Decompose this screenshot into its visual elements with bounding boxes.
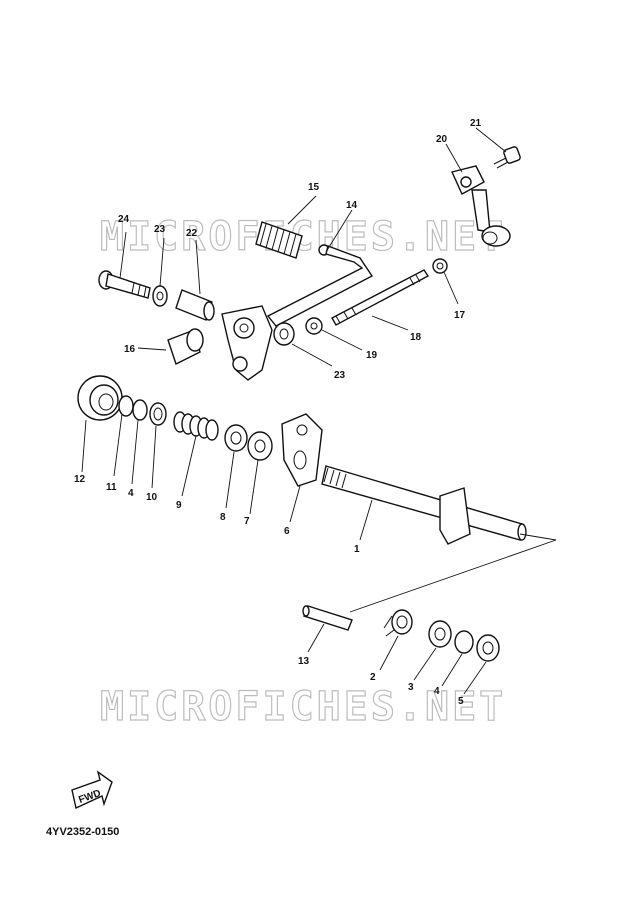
part-17-nut: [432, 258, 448, 274]
part-labels: 21 20 15 14 24 23 22 17 18 16 19 23 12 1…: [74, 118, 482, 707]
part-18-shift-rod: [331, 269, 430, 326]
part-7-washer: [247, 431, 273, 461]
label-part-5: 5: [458, 696, 464, 707]
part-13-pin: [302, 605, 353, 631]
watermark-top: MICROFICHES.NET: [100, 214, 506, 260]
part-16-bush: [167, 328, 204, 365]
label-part-10: 10: [146, 492, 158, 503]
part-12-bearing: [77, 375, 123, 421]
label-part-4-lower: 4: [434, 686, 440, 697]
part-24-bolt: [98, 270, 151, 299]
part-21-bolt: [493, 146, 521, 169]
part-6-shift-arm: [281, 413, 323, 487]
label-part-19: 19: [366, 350, 378, 361]
label-part-8: 8: [220, 512, 226, 523]
label-part-23-upper: 23: [154, 224, 166, 235]
part-4-circlip-upper: [132, 399, 148, 421]
fwd-arrow-icon: FWD: [71, 770, 113, 809]
part-1-shift-shaft: [321, 465, 527, 545]
label-part-24: 24: [118, 214, 130, 225]
part-8-collar: [224, 424, 248, 452]
part-3-collar: [428, 620, 452, 648]
part-9-spring: [173, 411, 219, 441]
label-part-13: 13: [298, 656, 310, 667]
diagram-code: 4YV2352-0150: [46, 826, 120, 838]
part-22-collar: [175, 289, 215, 321]
label-part-23-lower: 23: [334, 370, 346, 381]
part-23-washer-lower: [273, 322, 295, 346]
label-part-14: 14: [346, 200, 358, 211]
label-part-9: 9: [176, 500, 182, 511]
part-20-link-joint: [451, 165, 511, 247]
part-5-washer: [476, 634, 500, 662]
label-part-3: 3: [408, 682, 414, 693]
label-part-21: 21: [470, 118, 482, 129]
label-part-22: 22: [186, 228, 198, 239]
leader-lines: [81, 127, 507, 695]
part-4-circlip-lower: [454, 630, 474, 654]
part-14-shift-pedal: [221, 245, 374, 381]
assembly-guide-line: [349, 533, 557, 613]
label-part-7: 7: [244, 516, 250, 527]
label-part-11: 11: [106, 482, 117, 493]
watermark-bottom: MICROFICHES.NET: [100, 684, 506, 730]
label-part-4-upper: 4: [128, 488, 134, 499]
label-part-6: 6: [284, 526, 290, 537]
label-part-2: 2: [370, 672, 376, 683]
label-part-15: 15: [308, 182, 320, 193]
part-11-washer: [118, 395, 134, 417]
part-10-washer: [149, 402, 167, 426]
label-part-12: 12: [74, 474, 86, 485]
label-part-1: 1: [354, 544, 360, 555]
label-part-16: 16: [124, 344, 136, 355]
label-part-20: 20: [436, 134, 448, 145]
label-part-17: 17: [454, 310, 466, 321]
part-23-washer-upper: [152, 285, 168, 307]
part-2-spring-clip: [383, 609, 413, 637]
part-19-nut: [305, 317, 323, 335]
label-part-18: 18: [410, 332, 422, 343]
